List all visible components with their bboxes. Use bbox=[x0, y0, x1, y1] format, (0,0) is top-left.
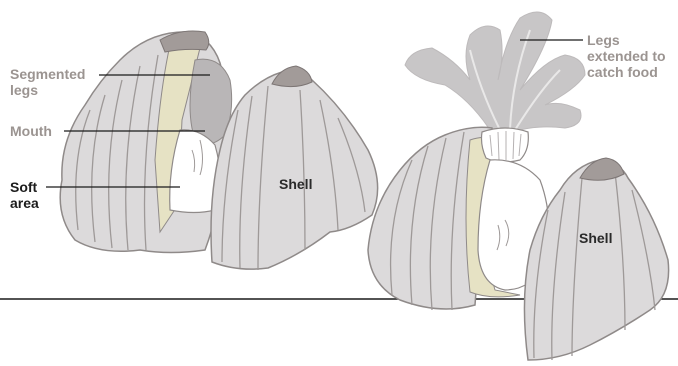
label-legs-extended: Legs extended to catch food bbox=[587, 32, 666, 80]
label-shell-right: Shell bbox=[579, 230, 612, 246]
label-soft-area: Soft area bbox=[10, 179, 39, 211]
barnacle-closed bbox=[60, 31, 377, 270]
label-mouth: Mouth bbox=[10, 123, 52, 139]
extended-legs bbox=[405, 12, 585, 130]
label-shell-left: Shell bbox=[279, 176, 312, 192]
label-segmented-legs: Segmented legs bbox=[10, 66, 85, 98]
plate-tip-front-right bbox=[580, 158, 624, 180]
plate-tip-front-left bbox=[272, 66, 312, 87]
shell-plate-front-right bbox=[524, 160, 668, 360]
collar-right bbox=[482, 128, 529, 162]
shell-plate-front-left bbox=[211, 71, 378, 269]
